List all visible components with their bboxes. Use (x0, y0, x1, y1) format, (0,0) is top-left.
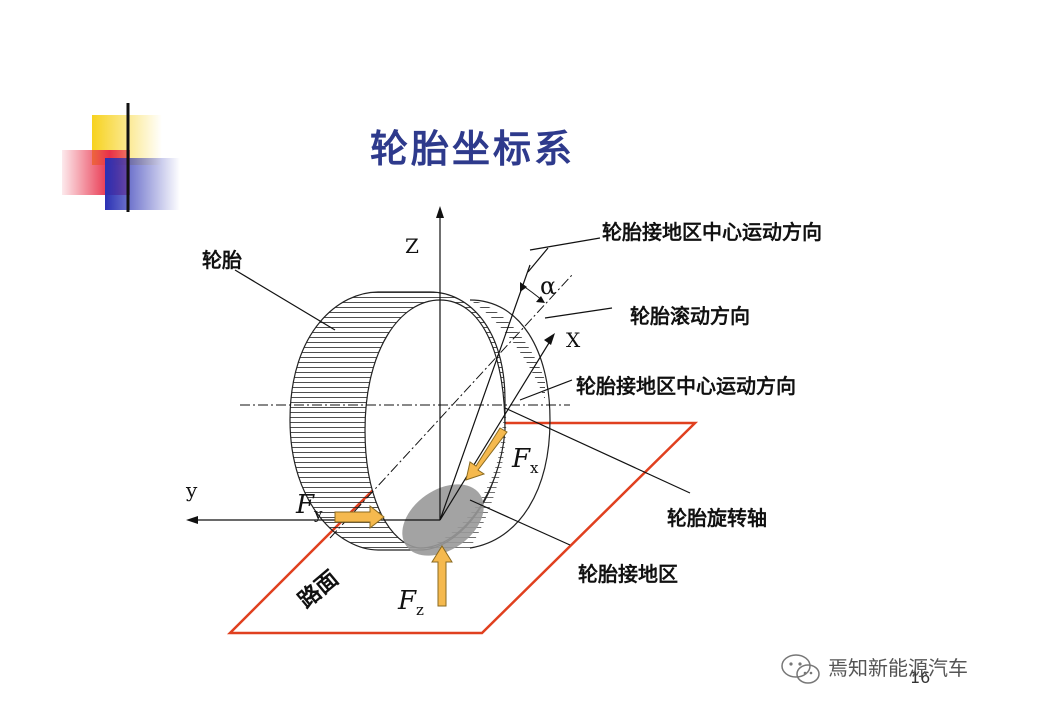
title-ornament (62, 103, 900, 212)
page-number: 16 (910, 668, 931, 687)
axis-label-y: y (186, 478, 198, 502)
force-label-fz: Fz (398, 586, 424, 620)
label-contact-patch: 轮胎接地区 (578, 562, 678, 586)
angle-label-alpha: α (540, 272, 557, 300)
axis-label-x: X (566, 328, 581, 352)
axis-label-z: Z (405, 234, 419, 258)
force-label-fx: Fx (512, 444, 539, 478)
road-plane (226, 421, 699, 635)
force-arrow-fx (465, 427, 508, 481)
label-tire: 轮胎 (202, 248, 242, 272)
watermark-text: 焉知新能源汽车 (828, 656, 968, 680)
force-arrow-fy (334, 504, 385, 530)
rolling-direction-line (329, 274, 573, 539)
y-axis (186, 516, 440, 524)
contact-motion-line (439, 264, 531, 521)
z-axis (436, 206, 444, 520)
contact-patch (402, 484, 484, 556)
label-rotation-axis: 轮胎旋转轴 (667, 506, 767, 530)
slide-title: 轮胎坐标系 (370, 127, 576, 171)
label-rolling-direction: 轮胎滚动方向 (630, 304, 750, 328)
label-contact-center-motion-mid: 轮胎接地区中心运动方向 (576, 374, 796, 398)
label-contact-center-motion-top: 轮胎接地区中心运动方向 (602, 220, 822, 244)
leader-lines (234, 237, 691, 546)
wechat-icon (781, 654, 820, 684)
force-label-fy: Fy (296, 490, 323, 524)
force-arrow-fz (431, 545, 453, 607)
x-axis (439, 333, 555, 521)
